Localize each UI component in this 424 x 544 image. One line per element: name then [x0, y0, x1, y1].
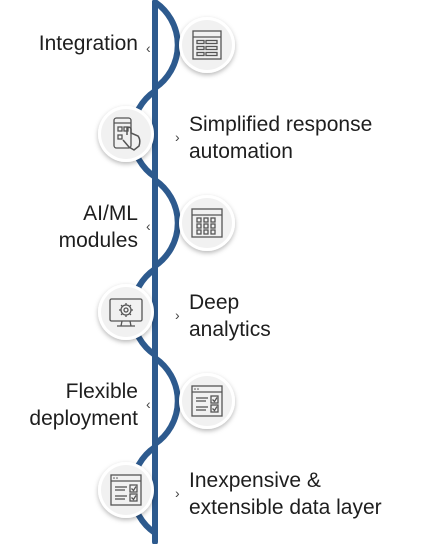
step-node [179, 373, 235, 429]
step-label-line: Flexible [65, 380, 138, 403]
timeline-spine [129, 0, 181, 544]
node-circle-inner [182, 376, 232, 426]
step-label-line: AI/ML [83, 202, 138, 225]
table-layout-icon [192, 30, 222, 60]
monitor-gear-icon [109, 298, 143, 327]
chevron-right-icon: › [175, 307, 180, 323]
spine-arc [152, 355, 181, 447]
step-label-line: extensible data layer [189, 496, 382, 519]
spine-arc [152, 0, 181, 91]
step-label: Simplified response automation [189, 111, 372, 165]
checklist-window-icon [191, 385, 223, 417]
chevron-left-icon: ‹ [146, 396, 151, 412]
step-label-line: analytics [189, 318, 271, 341]
step-node [98, 284, 154, 340]
step-label-line: deployment [29, 407, 138, 430]
touch-screen-hand-icon [113, 117, 141, 151]
node-circle-inner [182, 20, 232, 70]
step-label-line: automation [189, 140, 293, 163]
chevron-right-icon: › [175, 485, 180, 501]
step-node [179, 195, 235, 251]
step-label: Inexpensive & extensible data layer [189, 467, 382, 521]
step-label-line: Simplified response [189, 113, 373, 136]
step-label-line: Integration [38, 31, 138, 55]
step-node [179, 17, 235, 73]
step-label: Integration [39, 30, 138, 57]
node-circle-inner [182, 198, 232, 248]
step-label: AI/ML modules [59, 200, 138, 254]
chevron-left-icon: ‹ [146, 40, 151, 56]
spine-arc [152, 177, 181, 269]
step-label-line: Inexpensive & [189, 469, 321, 492]
grid-modules-icon [191, 208, 223, 238]
step-node [98, 106, 154, 162]
step-label-line: Deep [189, 291, 240, 314]
step-label: Flexible deployment [29, 378, 138, 432]
chevron-left-icon: ‹ [146, 218, 151, 234]
node-circle-inner [101, 109, 151, 159]
step-label: Deep analytics [189, 289, 271, 343]
node-circle-inner [101, 465, 151, 515]
chevron-right-icon: › [175, 129, 180, 145]
step-label-line: modules [58, 229, 138, 252]
checklist-window-icon [110, 474, 142, 506]
step-node [98, 462, 154, 518]
